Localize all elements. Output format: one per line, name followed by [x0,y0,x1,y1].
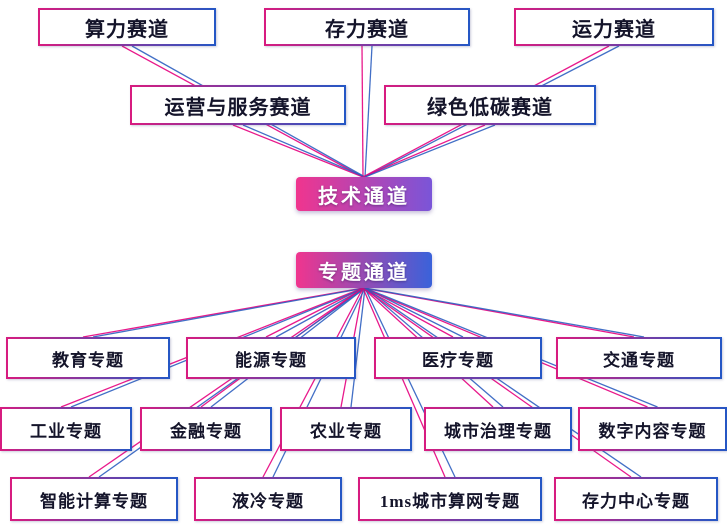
operations-services-track-label: 运营与服务赛道 [132,87,344,123]
hub-topic: 专题通道 [296,252,432,288]
liquid-cooling-topic-box: 液冷专题 [194,477,342,521]
intelligent-computing-topic-label: 智能计算专题 [12,479,176,519]
digital-content-topic-label: 数字内容专题 [580,409,725,449]
transport-power-track-label: 运力赛道 [516,10,712,44]
storage-power-track-box: 存力赛道 [264,8,470,46]
digital-content-topic-box: 数字内容专题 [578,407,727,451]
industrial-topic-label: 工业专题 [2,409,130,449]
urban-governance-topic-label: 城市治理专题 [426,409,570,449]
green-low-carbon-track-label: 绿色低碳赛道 [386,87,594,123]
urban-governance-topic-box: 城市治理专题 [424,407,572,451]
1ms-city-network-topic-label: 1ms城市算网专题 [360,479,540,519]
transportation-topic-label: 交通专题 [558,339,720,377]
1ms-city-network-topic-box: 1ms城市算网专题 [358,477,542,521]
computing-power-track-box: 算力赛道 [38,8,216,46]
medical-topic-label: 医疗专题 [376,339,540,377]
transport-power-track-box: 运力赛道 [514,8,714,46]
finance-topic-label: 金融专题 [142,409,270,449]
education-topic-label: 教育专题 [8,339,168,377]
medical-topic-box: 医疗专题 [374,337,542,379]
agriculture-topic-label: 农业专题 [282,409,410,449]
intelligent-computing-topic-box: 智能计算专题 [10,477,178,521]
education-topic-box: 教育专题 [6,337,170,379]
computing-power-track-label: 算力赛道 [40,10,214,44]
green-low-carbon-track-box: 绿色低碳赛道 [384,85,596,125]
storage-center-topic-box: 存力中心专题 [554,477,718,521]
agriculture-topic-box: 农业专题 [280,407,412,451]
operations-services-track-box: 运营与服务赛道 [130,85,346,125]
hub-tech: 技术通道 [296,177,432,211]
liquid-cooling-topic-label: 液冷专题 [196,479,340,519]
energy-topic-box: 能源专题 [186,337,356,379]
energy-topic-label: 能源专题 [188,339,354,377]
storage-power-track-label: 存力赛道 [266,10,468,44]
industrial-topic-box: 工业专题 [0,407,132,451]
finance-topic-box: 金融专题 [140,407,272,451]
storage-center-topic-label: 存力中心专题 [556,479,716,519]
transportation-topic-box: 交通专题 [556,337,722,379]
